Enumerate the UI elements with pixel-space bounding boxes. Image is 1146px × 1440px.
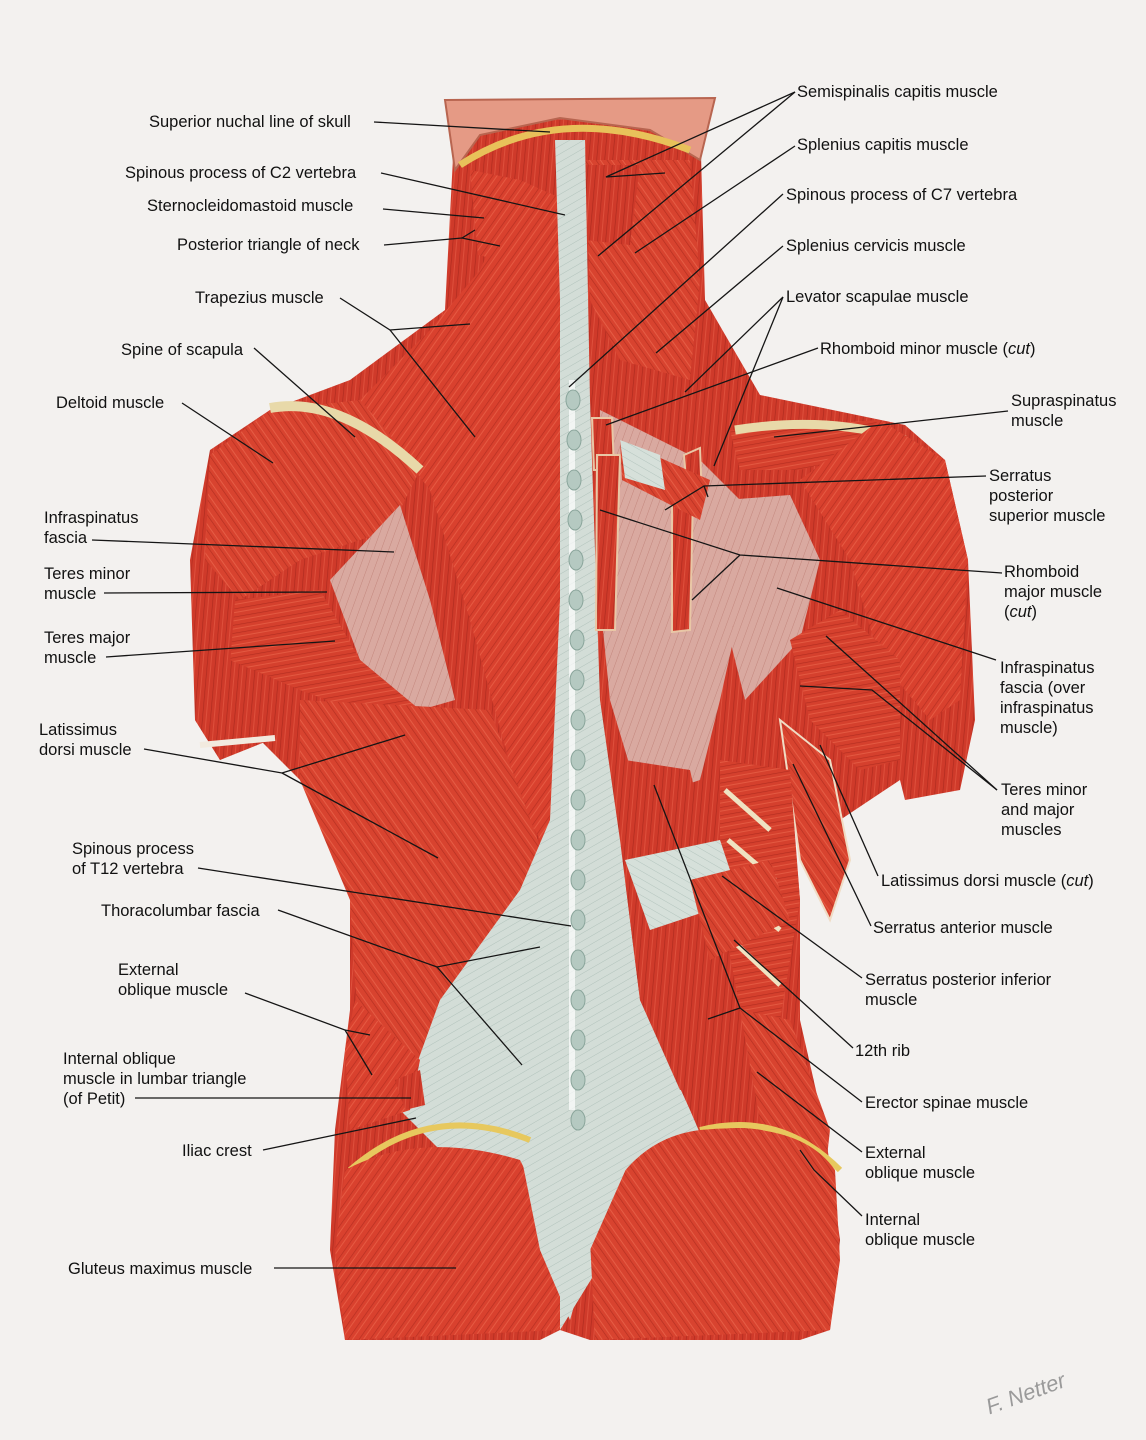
skull-base <box>443 96 717 173</box>
label-spinous-c7: Spinous process of C7 vertebra <box>786 186 1018 204</box>
label-gluteus: Gluteus maximus muscle <box>68 1260 253 1278</box>
label-external-oblique-left-1: External <box>118 961 179 979</box>
label-internal-oblique-left-1: Internal oblique <box>63 1050 176 1068</box>
label-supraspinatus-1: Supraspinatus <box>1011 392 1117 410</box>
erector-right-shape <box>625 760 720 1090</box>
label-teres-right-1: Teres minor <box>1001 781 1088 799</box>
arm-left-cut <box>199 735 276 748</box>
label-external-oblique-right-2: oblique muscle <box>865 1164 976 1182</box>
label-semispinalis: Semispinalis capitis muscle <box>797 83 998 101</box>
latissimus-left-shape <box>300 700 550 1060</box>
label-spinous-t12-2: of T12 vertebra <box>72 860 184 878</box>
artist-signature: F. Netter <box>982 1367 1070 1419</box>
label-infraspinatus-fascia-right-3: infraspinatus <box>1000 699 1094 717</box>
label-internal-oblique-right-1: Internal <box>865 1211 921 1229</box>
label-rhomboid-major-2: major muscle <box>1004 583 1103 601</box>
iliac-crest-right <box>699 1122 843 1173</box>
label-spine-scapula: Spine of scapula <box>121 341 244 359</box>
infraspinatus-right-shape <box>725 495 820 700</box>
label-thoracolumbar: Thoracolumbar fascia <box>101 902 260 920</box>
label-sternocleidomastoid: Sternocleidomastoid muscle <box>147 197 354 215</box>
spinous-processes <box>565 389 586 1131</box>
teres-right-shape <box>790 610 900 770</box>
rhomboid-insertion-cut <box>671 493 695 634</box>
label-deltoid: Deltoid muscle <box>56 394 165 412</box>
label-serratus-post-inf-1: Serratus posterior inferior <box>865 971 1052 989</box>
label-teres-major-2: muscle <box>44 649 97 667</box>
leader-lines <box>91 91 1009 1269</box>
lumbar-triangle-left <box>395 1070 425 1110</box>
label-12th-rib: 12th rib <box>855 1042 911 1060</box>
serratus-post-inf-shape <box>690 860 790 960</box>
label-spinous-t12-1: Spinous process <box>72 840 194 858</box>
label-infraspinatus-fascia-1: Infraspinatus <box>44 509 139 527</box>
label-external-oblique-left-2: oblique muscle <box>118 981 229 999</box>
fascia-band-upper <box>620 440 665 490</box>
label-rhomboid-major-open: ( <box>1004 603 1010 621</box>
label-superior-nuchal-line: Superior nuchal line of skull <box>149 113 351 131</box>
label-teres-right-2: and major <box>1001 801 1075 819</box>
label-spinous-c2: Spinous process of C2 vertebra <box>125 164 357 182</box>
label-rhomboid-major-3: (cut) <box>1004 602 1037 622</box>
sacral-fascia <box>520 1130 630 1320</box>
label-latissimus-cut-cut: cut <box>1066 872 1089 890</box>
label-latissimus-cut-main: Latissimus dorsi muscle ( <box>881 872 1067 890</box>
label-serratus-post-inf-2: muscle <box>865 991 918 1009</box>
label-rhomboid-major-close: ) <box>1031 603 1038 621</box>
label-teres-right-3: muscles <box>1001 821 1062 839</box>
label-internal-oblique-left-3: (of Petit) <box>63 1090 126 1108</box>
label-latissimus-cut-close: ) <box>1088 872 1094 890</box>
label-external-oblique-right-1: External <box>865 1144 926 1162</box>
label-trapezius: Trapezius muscle <box>195 289 324 307</box>
label-rhomboid-minor-cut: cut <box>1007 340 1030 358</box>
label-infraspinatus-fascia-right-2: fascia (over <box>1000 679 1086 697</box>
label-infraspinatus-fascia-right-1: Infraspinatus <box>1000 659 1095 677</box>
iliac-crest-left <box>348 1122 532 1173</box>
label-levator-scapulae: Levator scapulae muscle <box>786 288 969 306</box>
label-rhomboid-minor: Rhomboid minor muscle (cut) <box>820 339 1036 359</box>
label-latissimus-cut: Latissimus dorsi muscle (cut) <box>881 871 1094 891</box>
spine-fascia <box>400 140 720 1330</box>
label-serratus-post-sup-3: superior muscle <box>989 507 1106 525</box>
gluteus-right-shape <box>590 1128 840 1340</box>
label-splenius-cervicis: Splenius cervicis muscle <box>786 237 966 255</box>
label-rhomboid-minor-main: Rhomboid minor muscle ( <box>820 340 1008 358</box>
gluteus-left-shape <box>335 1147 560 1340</box>
label-teres-minor-2: muscle <box>44 585 97 603</box>
label-erector-spinae: Erector spinae muscle <box>865 1094 1029 1112</box>
latissimus-right-cut <box>778 717 852 923</box>
deltoid-left-shape <box>205 400 420 600</box>
semispinalis-shape <box>580 165 640 245</box>
trapezius-left-shape <box>360 180 575 850</box>
label-posterior-triangle: Posterior triangle of neck <box>177 236 360 254</box>
rhomboid-major-cut <box>594 454 622 631</box>
label-teres-minor-1: Teres minor <box>44 565 131 583</box>
label-serratus-post-sup-1: Serratus <box>989 467 1052 485</box>
label-rhomboid-minor-close: ) <box>1030 340 1036 358</box>
label-internal-oblique-left-2: muscle in lumbar triangle <box>63 1070 247 1088</box>
label-internal-oblique-right-2: oblique muscle <box>865 1231 976 1249</box>
label-infraspinatus-fascia-right-4: muscle) <box>1000 719 1058 737</box>
label-iliac-crest: Iliac crest <box>182 1142 252 1160</box>
infraspinatus-left-shape <box>330 505 455 710</box>
label-supraspinatus-2: muscle <box>1011 412 1064 430</box>
label-latissimus-2: dorsi muscle <box>39 741 132 759</box>
teres-left-shape <box>230 590 420 720</box>
label-infraspinatus-fascia-2: fascia <box>44 529 88 547</box>
deltoid-right-shape <box>800 420 968 720</box>
label-rhomboid-major-cut: cut <box>1009 603 1032 621</box>
sternocleidomastoid-shape <box>470 170 520 260</box>
label-rhomboid-major-1: Rhomboid <box>1004 563 1080 581</box>
arm-left-shape <box>195 600 270 760</box>
label-splenius-capitis: Splenius capitis muscle <box>797 136 969 154</box>
scapular-spine-left <box>269 401 424 474</box>
label-latissimus-1: Latissimus <box>39 721 117 739</box>
label-serratus-anterior: Serratus anterior muscle <box>873 919 1053 937</box>
label-teres-major-1: Teres major <box>44 629 131 647</box>
label-serratus-post-sup-2: posterior <box>989 487 1054 505</box>
superior-nuchal-line <box>458 124 692 168</box>
